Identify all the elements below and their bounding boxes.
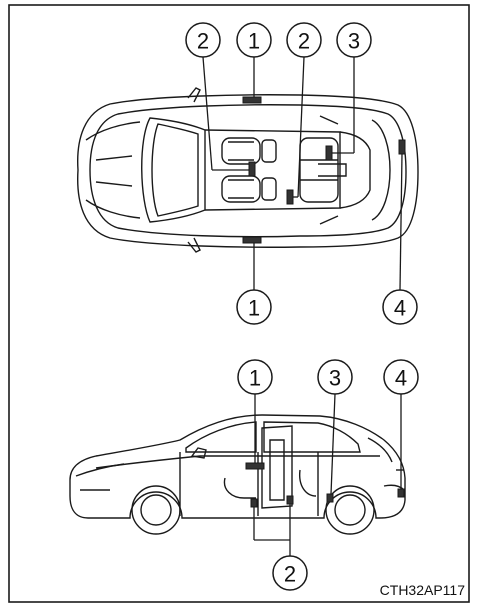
sensor-top-3 <box>325 145 333 161</box>
front-wheel <box>131 485 181 535</box>
car-side-view <box>69 414 406 535</box>
sensor-top-2-left <box>248 161 256 177</box>
callout-top-2-mid: 2 <box>286 22 322 58</box>
callout-top-4: 4 <box>382 289 418 325</box>
svg-text:2: 2 <box>298 29 310 54</box>
svg-text:1: 1 <box>248 29 260 54</box>
svg-text:3: 3 <box>348 29 360 54</box>
sensor-top-1-upper <box>242 96 262 104</box>
leader-lines-side <box>253 393 402 556</box>
sensor-side-2-right <box>286 495 294 505</box>
svg-text:1: 1 <box>248 296 260 321</box>
car-top-view <box>77 87 419 253</box>
callout-top-3: 3 <box>336 22 372 58</box>
figure-border <box>8 4 470 603</box>
callout-side-3: 3 <box>317 359 353 395</box>
sensor-top-1-lower <box>242 236 262 244</box>
svg-text:4: 4 <box>394 296 406 321</box>
leader-lines-top <box>202 56 403 291</box>
svg-text:2: 2 <box>284 562 296 587</box>
svg-text:3: 3 <box>329 366 341 391</box>
sensor-side-2-left <box>250 498 258 508</box>
sensor-top-2-mid <box>286 189 294 205</box>
sensor-side-1 <box>245 462 265 470</box>
callout-top-1-lower: 1 <box>236 289 272 325</box>
svg-text:4: 4 <box>395 366 407 391</box>
svg-text:2: 2 <box>197 29 209 54</box>
sensor-marks-side <box>245 462 405 508</box>
svg-text:1: 1 <box>249 366 261 391</box>
callout-side-4: 4 <box>383 359 419 395</box>
sensor-side-4 <box>397 488 405 498</box>
callout-side-2: 2 <box>272 555 308 591</box>
rear-wheel <box>325 485 375 535</box>
callout-side-1: 1 <box>237 359 273 395</box>
callout-top-2-left: 2 <box>185 22 221 58</box>
sensor-top-4 <box>398 139 406 155</box>
callout-top-1-upper: 1 <box>236 22 272 58</box>
sensor-side-3 <box>326 493 334 503</box>
figure-code: CTH32AP117 <box>380 582 466 598</box>
sensor-marks-top <box>242 96 406 244</box>
